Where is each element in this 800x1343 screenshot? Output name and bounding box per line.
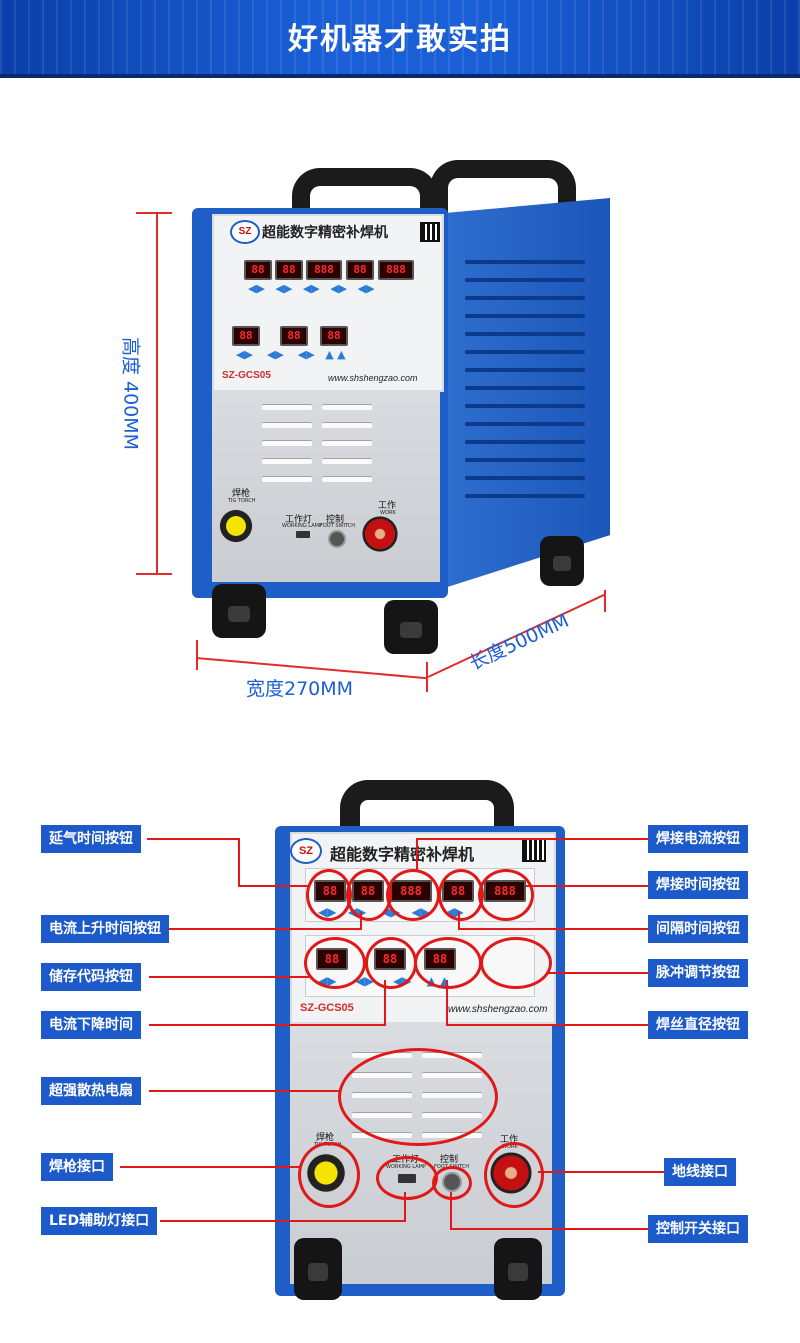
- display-6: 88: [232, 326, 260, 346]
- ctrl-label-en: FOOT SWITCH: [320, 523, 355, 529]
- torch-label-cn-2: 焊枪: [316, 1133, 335, 1143]
- wheel-bottom-left: [294, 1238, 342, 1300]
- display-3: 888: [306, 260, 342, 280]
- control-panel-top: [212, 214, 444, 392]
- qr-code: [420, 222, 440, 242]
- callout-torch-port: 焊枪接口: [41, 1153, 113, 1181]
- ctrl-label-cn-2: 控制: [440, 1155, 459, 1165]
- display-5: 888: [378, 260, 414, 280]
- lamp-label-cn: 工作灯: [285, 515, 313, 525]
- button-row-top[interactable]: ◀▶ ◀▶ ◀▶ ◀▶ ◀▶: [248, 282, 375, 295]
- torch-label-cn: 焊枪: [232, 489, 251, 499]
- callout-weld-time: 焊接时间按钮: [648, 871, 748, 899]
- callout-wire-diameter: 焊丝直径按钮: [648, 1011, 748, 1039]
- brand-logo: SZ: [230, 220, 260, 244]
- page-title: 好机器才敢实拍: [288, 22, 512, 57]
- wheel-rear-right: [540, 536, 584, 586]
- machine-name: 超能数字精密补焊机: [262, 225, 388, 241]
- display-4: 88: [346, 260, 374, 280]
- callout-memory-code: 储存代码按钮: [41, 963, 141, 991]
- model-label-2: SZ-GCS05: [300, 1002, 354, 1014]
- ctrl-socket[interactable]: [328, 530, 346, 548]
- usb-port[interactable]: [296, 531, 310, 538]
- wheel-front-right: [384, 600, 438, 654]
- torch-label-en: TIG TORCH: [228, 498, 256, 504]
- button-row-bottom[interactable]: ◀▶ ◀▶ ◀▶ ▲ ▲: [236, 348, 346, 361]
- qr-code-2: [522, 838, 546, 862]
- work-label-en: WORK: [380, 510, 396, 516]
- callout-interval-time: 间隔时间按钮: [648, 915, 748, 943]
- display-7: 88: [280, 326, 308, 346]
- dim-length-label: 长度500MM: [465, 609, 573, 675]
- website-label: www.shshengzao.com: [328, 373, 418, 383]
- header-decoration: [0, 0, 800, 78]
- model-label: SZ-GCS05: [222, 370, 271, 381]
- callout-cooling-fan: 超强散热电扇: [41, 1077, 141, 1105]
- callout-gas-delay: 延气时间按钮: [41, 825, 141, 853]
- callout-led-port: LED辅助灯接口: [41, 1207, 158, 1235]
- callout-current-fall: 电流下降时间: [41, 1011, 141, 1039]
- callout-pulse-adjust: 脉冲调节按钮: [648, 959, 748, 987]
- machine-side-panel: [438, 198, 610, 590]
- brand-logo-2: SZ: [290, 838, 322, 864]
- header-stripe: [0, 74, 800, 78]
- wheel-bottom-right: [494, 1238, 542, 1300]
- dim-height-label: 高度 400MM: [119, 336, 142, 451]
- lamp-label-en: WORKING LAMP: [282, 523, 322, 529]
- callout-ground-port: 地线接口: [664, 1158, 736, 1186]
- wheel-front-left: [212, 584, 266, 638]
- callout-switch-port: 控制开关接口: [648, 1215, 748, 1243]
- work-socket[interactable]: [362, 516, 398, 552]
- callout-current-rise: 电流上升时间按钮: [41, 915, 169, 943]
- work-label-cn: 工作: [378, 501, 397, 511]
- torch-socket[interactable]: [218, 508, 254, 544]
- website-label-2: www.shshengzao.com: [448, 1004, 548, 1015]
- display-8: 88: [320, 326, 348, 346]
- display-2: 88: [275, 260, 303, 280]
- dim-width-label: 宽度270MM: [246, 678, 354, 700]
- callout-weld-current: 焊接电流按钮: [648, 825, 748, 853]
- display-1: 88: [244, 260, 272, 280]
- ctrl-label-cn: 控制: [326, 515, 345, 525]
- work-label-cn-2: 工作: [500, 1135, 519, 1145]
- header-banner: 好机器才敢实拍: [0, 0, 800, 78]
- machine-name-2: 超能数字精密补焊机: [330, 845, 475, 864]
